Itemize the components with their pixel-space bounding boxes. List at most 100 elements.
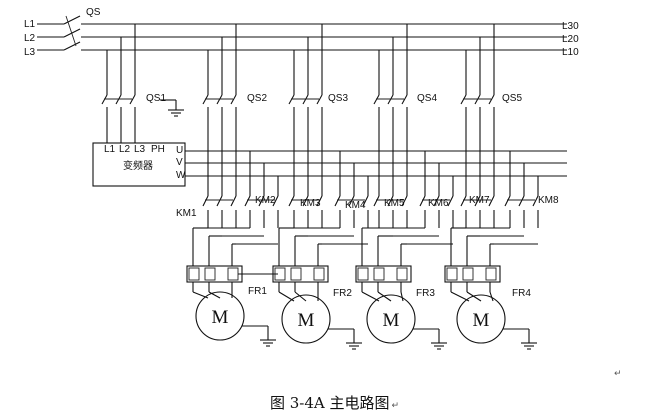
inverter-output-w: W [176, 170, 186, 181]
relay-block [355, 265, 412, 283]
main-switch-link [65, 15, 77, 47]
motor-feed [450, 291, 470, 302]
main-switch-blade [63, 41, 81, 51]
switch-blade-qs2 [216, 94, 223, 105]
contactor-label-km7: KM7 [469, 195, 490, 206]
contactor-blade [216, 195, 223, 207]
circuit-wires [37, 15, 567, 350]
contactor-blade [460, 195, 467, 207]
motor-label-1: M [212, 307, 229, 328]
motor-label-3: M [383, 310, 400, 331]
contactor-blade [474, 195, 481, 207]
line-end-l30: L30 [562, 21, 579, 32]
switch-blade-qs1 [115, 94, 122, 105]
contactor-blade [419, 195, 426, 207]
switch-blade-qs3 [302, 94, 309, 105]
relay-element [446, 267, 458, 281]
main-switch-label: QS [86, 7, 101, 18]
contactor-blade [362, 195, 369, 207]
switch-blade-qs4 [401, 94, 408, 105]
contactor-blade [504, 195, 511, 207]
motor-feed [294, 291, 307, 302]
inverter-output-v: V [176, 157, 183, 168]
switch-blade-qs5 [488, 94, 495, 105]
switch-blade-qs4 [387, 94, 394, 105]
contactor-blade [433, 195, 440, 207]
contactor-label-km8: KM8 [538, 195, 559, 206]
contactor-label-km3: KM3 [300, 198, 321, 209]
motor-icon [366, 294, 416, 344]
contactor-blade [272, 195, 279, 207]
relay-element [357, 267, 369, 281]
switch-blade-qs5 [460, 94, 467, 105]
inverter-input-l1: L1 [104, 144, 116, 155]
contactor-blade [488, 195, 495, 207]
switch-label-qs1: QS1 [146, 93, 166, 104]
relay-block [444, 265, 501, 283]
contactor-blade [518, 195, 525, 207]
switch-blade-qs2 [230, 94, 237, 105]
relay-label-fr2: FR2 [333, 288, 352, 299]
inverter-label: 变频器 [123, 159, 153, 172]
line-label-l3: L3 [24, 47, 36, 58]
switch-label-qs3: QS3 [328, 93, 348, 104]
relay-label-fr1: FR1 [248, 286, 267, 297]
contactor-blade [334, 195, 341, 207]
relay-element [462, 267, 474, 281]
circuit-labels: L1 L2 L3 L30 L20 L10 QS QS1 QS2 QS3 QS4 … [24, 7, 579, 331]
contactor-blade [401, 195, 408, 207]
inverter-input-ph: PH [151, 144, 165, 155]
relay-label-fr3: FR3 [416, 288, 435, 299]
switch-blade-qs5 [474, 94, 481, 105]
paragraph-mark-icon: ↵ [391, 401, 400, 411]
motor-feed [377, 291, 392, 302]
paragraph-mark-icon: ↵ [614, 369, 622, 379]
switch-label-qs5: QS5 [502, 93, 522, 104]
contactor-blade [288, 195, 295, 207]
switch-label-qs2: QS2 [247, 93, 267, 104]
motor-feed [400, 291, 404, 302]
contactor-blade [230, 195, 237, 207]
contactor-blade [447, 195, 454, 207]
contactor-blade [244, 195, 251, 207]
contactor-label-km6: KM6 [428, 198, 449, 209]
contactor-blade [202, 195, 209, 207]
contactor-blade [373, 195, 380, 207]
switch-label-qs4: QS4 [417, 93, 437, 104]
main-circuit-diagram: L1 L2 L3 L30 L20 L10 QS QS1 QS2 QS3 QS4 … [24, 7, 579, 350]
relay-element [396, 267, 408, 281]
switch-blade-qs1 [101, 94, 108, 105]
figure-caption: 图 3-4A 主电路图↵ [0, 392, 669, 413]
inverter-input-l2: L2 [119, 144, 131, 155]
contactor-blade [348, 195, 355, 207]
caption-text: 图 3-4A 主电路图 [269, 394, 390, 412]
line-end-l10: L10 [562, 47, 579, 58]
contactor-blade [387, 195, 394, 207]
motor-feed [489, 291, 494, 302]
line-label-l1: L1 [24, 19, 36, 30]
inverter-input-l3: L3 [134, 144, 146, 155]
relay-element [290, 267, 302, 281]
contactor-blade [316, 195, 323, 207]
contactor-blade [302, 195, 309, 207]
inverter-box [92, 142, 186, 187]
switch-blade-qs3 [316, 94, 323, 105]
motor-icon [456, 294, 506, 344]
inverter-output-u: U [176, 145, 183, 156]
switch-blade-qs4 [373, 94, 380, 105]
contactor-label-km5: KM5 [384, 198, 405, 209]
motor-label-4: M [473, 310, 490, 331]
relay-label-fr4: FR4 [512, 288, 531, 299]
motor-feed [208, 291, 221, 299]
motor-icon [195, 291, 245, 341]
main-switch-blade [63, 15, 81, 25]
motor-label-2: M [298, 310, 315, 331]
relay-element [227, 267, 239, 281]
contactor-label-km4: KM4 [345, 200, 366, 211]
relay-element [204, 267, 216, 281]
contactor-blade [258, 195, 265, 207]
switch-blade-qs3 [288, 94, 295, 105]
relay-element [485, 267, 497, 281]
switch-blade-qs2 [202, 94, 209, 105]
contactor-blade [532, 195, 539, 207]
